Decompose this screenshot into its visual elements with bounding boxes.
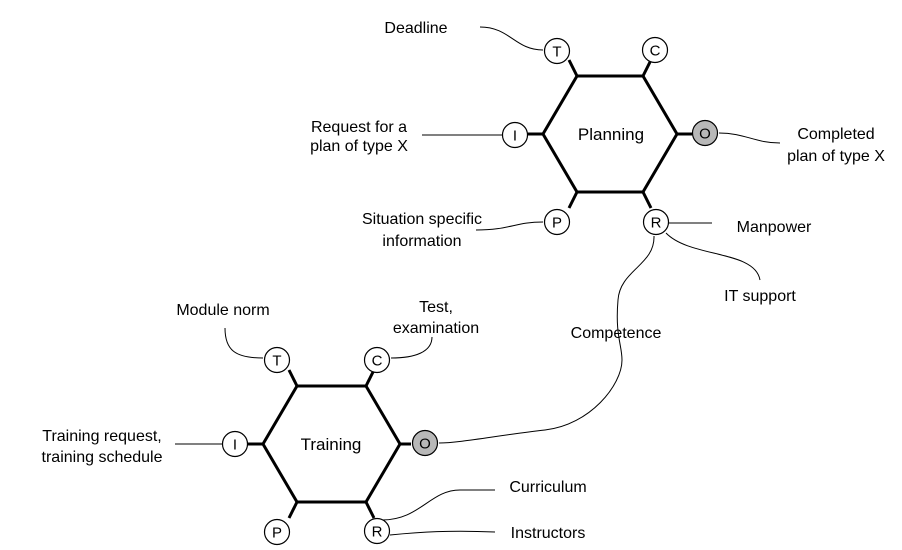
svg-text:T: T xyxy=(552,44,561,61)
test-label-line1: Test, xyxy=(419,299,453,316)
planning-t-stub xyxy=(567,59,579,77)
instructors-connector xyxy=(389,530,496,536)
curriculum-label: Curriculum xyxy=(509,479,586,496)
situation-label-line2: information xyxy=(382,233,461,250)
curriculum-connector xyxy=(381,489,495,521)
svg-text:I: I xyxy=(513,128,517,145)
planning-port-p: P xyxy=(543,208,571,236)
svg-text:O: O xyxy=(419,436,431,453)
test-label-line2: examination xyxy=(393,320,479,337)
svg-text:R: R xyxy=(651,215,662,232)
planning-title: Planning xyxy=(578,125,644,144)
request-label-line1: Request for a xyxy=(311,119,407,136)
situation-label-line1: Situation specific xyxy=(362,211,482,228)
training-hexagon xyxy=(261,384,402,504)
planning-hexagon xyxy=(541,74,679,194)
svg-text:T: T xyxy=(272,353,281,370)
planning-r-stub xyxy=(641,191,653,209)
svg-text:O: O xyxy=(699,126,711,143)
training-t-stub xyxy=(287,369,299,387)
completed-label-line1: Completed xyxy=(797,126,874,143)
planning-port-c: C xyxy=(641,36,669,64)
completed-connector xyxy=(718,132,781,144)
module-norm-connector xyxy=(224,327,264,359)
svg-text:C: C xyxy=(372,353,383,370)
training-port-p: P xyxy=(263,518,291,546)
training-title: Training xyxy=(301,435,362,454)
training-port-r: R xyxy=(363,517,391,545)
deadline-label: Deadline xyxy=(384,20,447,37)
test-connector xyxy=(390,336,433,359)
training-process: Training T C I O P R xyxy=(221,346,439,546)
completed-label-line2: plan of type X xyxy=(787,148,885,165)
planning-p-stub xyxy=(567,191,579,209)
training-c-stub xyxy=(364,369,376,387)
svg-text:R: R xyxy=(372,524,383,541)
training-request-label-line1: Training request, xyxy=(42,428,161,445)
connector-lines xyxy=(175,26,781,536)
competence-connector xyxy=(438,235,655,444)
it-support-connector xyxy=(665,232,761,281)
training-p-stub xyxy=(287,501,299,519)
training-port-o: O xyxy=(411,429,439,457)
competence-label: Competence xyxy=(571,325,662,342)
request-label-line2: plan of type X xyxy=(310,138,408,155)
deadline-connector xyxy=(479,26,544,51)
svg-text:C: C xyxy=(650,43,661,60)
training-port-i: I xyxy=(221,430,249,458)
planning-port-i: I xyxy=(501,121,529,149)
planning-c-stub xyxy=(641,59,653,77)
planning-port-o: O xyxy=(691,119,719,147)
planning-port-r: R xyxy=(642,208,670,236)
it-support-label: IT support xyxy=(724,288,796,305)
planning-process: Planning T C I O P R xyxy=(501,36,719,236)
training-port-t: T xyxy=(263,346,291,374)
training-r-stub xyxy=(364,501,376,519)
svg-text:P: P xyxy=(272,525,282,542)
training-port-c: C xyxy=(363,346,391,374)
situation-connector xyxy=(475,221,544,231)
svg-text:I: I xyxy=(233,437,237,454)
planning-port-t: T xyxy=(543,37,571,65)
training-request-label-line2: training schedule xyxy=(42,449,163,466)
module-norm-label: Module norm xyxy=(176,302,269,319)
svg-text:P: P xyxy=(552,215,562,232)
manpower-label: Manpower xyxy=(737,219,812,236)
flow-labels: Deadline Request for a plan of type X Co… xyxy=(42,20,886,542)
instructors-label: Instructors xyxy=(511,525,586,542)
